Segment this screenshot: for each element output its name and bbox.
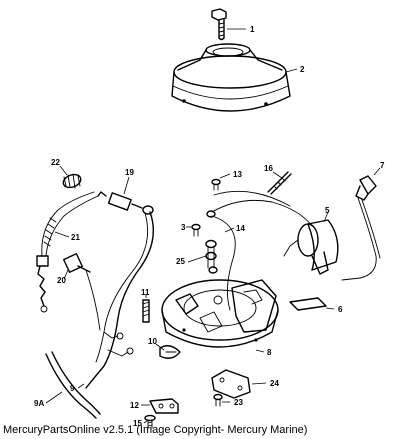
part-6-plate [289,297,327,311]
callout-21: 21 [71,233,80,242]
callout-14: 14 [236,224,245,233]
callout-16: 16 [264,164,273,173]
part-11-stud [142,299,150,323]
callout-22: 22 [51,158,60,167]
callout-20: 20 [57,276,66,285]
part-22-grommet [62,173,82,189]
part-5-ignition-coil [283,219,339,275]
callout-1: 1 [250,25,255,34]
part-9-cable [85,211,154,389]
callout-2: 2 [300,65,305,74]
part-19-connector [97,191,154,215]
callout-3: 3 [181,223,186,232]
part-2-flywheel [171,43,291,112]
callout-24: 24 [270,379,279,388]
callout-6: 6 [338,305,343,314]
callout-9a: 9A [34,399,44,408]
part-14-wire [211,190,313,311]
callout-25: 25 [176,257,185,266]
part-25-grommets [205,210,218,274]
callout-11: 11 [141,288,150,297]
part-7-spark-plug-boot [341,175,381,281]
part-20-plug [62,252,101,331]
callout-15: 15 [133,419,142,428]
part-23-screw [213,393,223,407]
part-10-clip [159,345,181,359]
callout-23: 23 [234,398,243,407]
callout-5: 5 [325,206,330,215]
part-16-pin [267,171,292,195]
part-15-screw [144,414,156,429]
callout-19: 19 [125,168,134,177]
callout-10: 10 [148,337,157,346]
part-1-bolt [211,8,227,41]
part-12-bracket [149,398,179,414]
callout-12: 12 [130,401,139,410]
part-3-screw [191,223,201,237]
part-21-wire-harness [36,191,99,313]
callout-7: 7 [380,161,385,170]
part-9a-tube [45,351,101,419]
part-13-screw [211,178,221,191]
part-24-cover-plate [211,369,251,399]
callout-9: 9 [70,384,75,393]
image-caption: MercuryPartsOnline v2.5.1 (Image Copyrig… [3,424,308,436]
callout-13: 13 [233,170,242,179]
callout-8: 8 [267,348,272,357]
part-8-stator-assembly [161,279,279,348]
